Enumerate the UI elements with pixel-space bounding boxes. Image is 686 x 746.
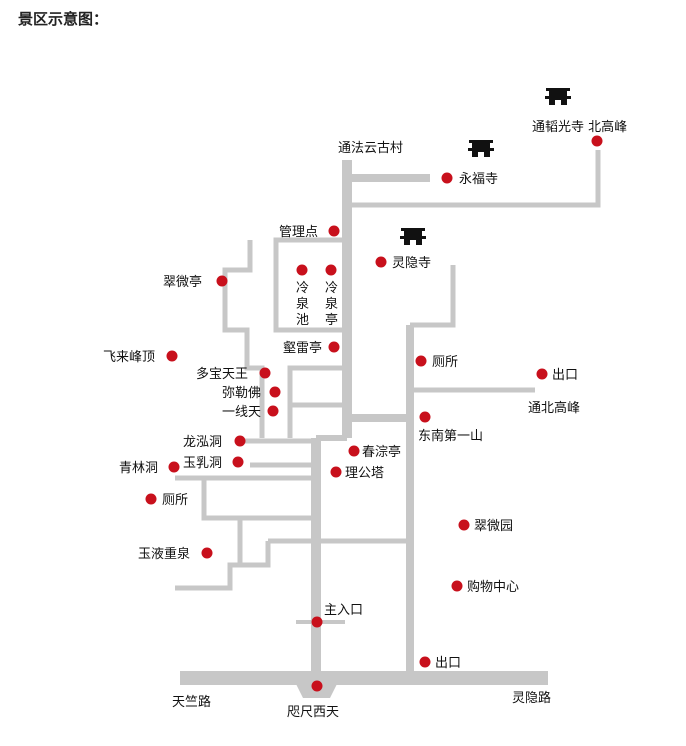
marker-feilaifengding[interactable]	[166, 350, 178, 362]
road-southwest	[175, 478, 410, 591]
marker-taoguangsi[interactable]	[591, 135, 603, 147]
label-dongnan: 东南第一山	[418, 428, 483, 444]
marker-cesuo-2[interactable]	[145, 493, 157, 505]
label-cuiweiyuan: 翠微园	[474, 519, 513, 534]
marker-gouwu[interactable]	[451, 580, 463, 592]
label-taoguangsi: 通韬光寺 北高峰	[532, 119, 627, 135]
marker-yuyechongquan[interactable]	[201, 547, 213, 559]
road-to-taoguangsi	[347, 150, 601, 208]
marker-chukou-2[interactable]	[419, 656, 431, 668]
label-cuiweiting: 翠微亭	[163, 274, 202, 290]
marker-yixiantian[interactable]	[267, 405, 279, 417]
label-lingyinsi: 灵隐寺	[392, 256, 431, 271]
label-yixiantian: 一线天	[222, 405, 261, 420]
marker-lengquanting[interactable]	[325, 264, 337, 276]
label-yurudong: 玉乳洞	[183, 456, 222, 471]
label-longhongdong: 龙泓洞	[183, 435, 222, 450]
label-zhurukou: 主入口	[324, 603, 363, 618]
marker-lingyinsi[interactable]	[375, 256, 387, 268]
marker-chunliangting[interactable]	[348, 445, 360, 457]
label-lingyinlu: 灵隐路	[512, 690, 551, 706]
label-zhichi: 咫尺西天	[287, 705, 339, 720]
temple-icon	[545, 88, 571, 105]
marker-guanlidian[interactable]	[328, 225, 340, 237]
label-huleiting: 壑雷亭	[283, 340, 322, 356]
label-chukou-2: 出口	[435, 656, 461, 671]
label-ligongta: 理公塔	[345, 466, 384, 481]
marker-chukou-1[interactable]	[536, 368, 548, 380]
marker-cuiweiting[interactable]	[216, 275, 228, 287]
label-duobao: 多宝天王	[196, 366, 248, 382]
label-feilaifengding: 飞来峰顶	[103, 350, 155, 365]
label-guanlidian: 管理点	[279, 225, 318, 240]
label-chunliangting: 春淙亭	[362, 444, 401, 460]
marker-qinglindong[interactable]	[168, 461, 180, 473]
marker-ligongta[interactable]	[330, 466, 342, 478]
marker-yongfusi[interactable]	[441, 172, 453, 184]
marker-mile[interactable]	[269, 386, 281, 398]
label-yuyechongquan: 玉液重泉	[138, 546, 190, 562]
label-cesuo-1: 厕所	[432, 355, 458, 370]
marker-longhongdong[interactable]	[234, 435, 246, 447]
marker-duobao[interactable]	[259, 367, 271, 379]
label-lengquanchi: 冷泉池	[296, 281, 309, 328]
marker-yurudong[interactable]	[232, 456, 244, 468]
temple-icon	[468, 140, 494, 157]
marker-cuiweiyuan[interactable]	[458, 519, 470, 531]
marker-zhurukou[interactable]	[311, 616, 323, 628]
label-mile: 弥勒佛	[222, 385, 261, 401]
road-network	[175, 150, 601, 698]
label-tongfa-yungucun: 通法云古村	[338, 141, 403, 156]
label-qinglindong: 青林洞	[119, 461, 158, 476]
labels: 通韬光寺 北高峰 通法云古村 永福寺 管理点 灵隐寺 翠微亭 冷泉池 冷泉亭 飞…	[103, 119, 627, 720]
label-chukou-1: 出口	[552, 368, 578, 383]
label-gouwu: 购物中心	[467, 579, 519, 595]
marker-lengquanchi[interactable]	[296, 264, 308, 276]
road-east-spur	[410, 265, 456, 328]
label-lengquanting: 冷泉亭	[325, 281, 338, 328]
label-tianzhulu: 天竺路	[172, 694, 211, 710]
label-tongbeigaofeng: 通北高峰	[528, 400, 580, 416]
label-cesuo-2: 厕所	[162, 493, 188, 508]
marker-huleiting[interactable]	[328, 341, 340, 353]
markers	[145, 135, 603, 692]
road-west-loop	[222, 237, 347, 438]
label-yongfusi: 永福寺	[459, 172, 498, 187]
road-caves	[175, 438, 316, 481]
temple-icon	[400, 228, 426, 245]
marker-cesuo-1[interactable]	[415, 355, 427, 367]
marker-zhichi[interactable]	[311, 680, 323, 692]
page-title: 景区示意图：	[18, 10, 109, 28]
marker-dongnan[interactable]	[419, 411, 431, 423]
